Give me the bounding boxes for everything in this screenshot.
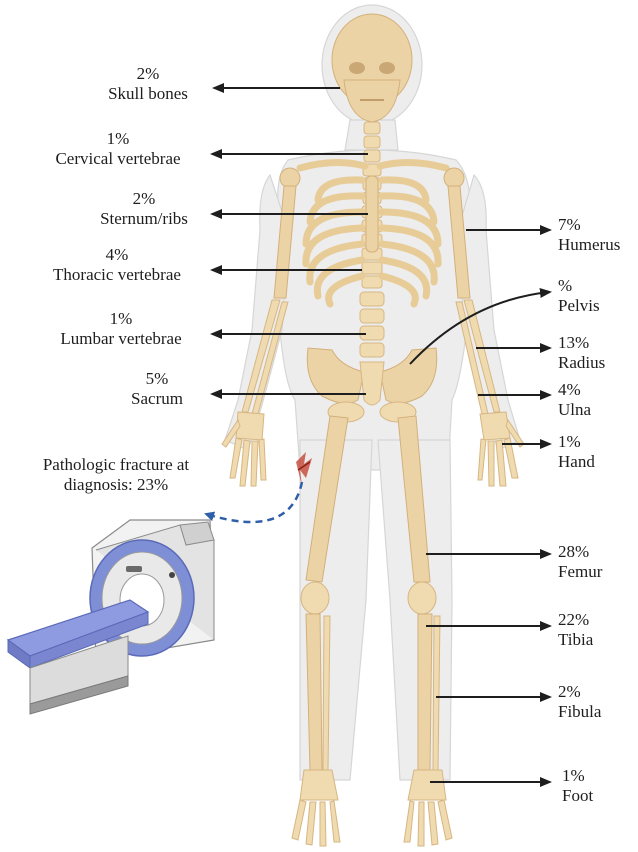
fracture-line1: Pathologic fracture at <box>6 455 226 475</box>
sacrum-name: Sacrum <box>104 389 210 409</box>
fibula-name: Fibula <box>558 702 601 722</box>
mri-scanner-icon <box>8 520 214 714</box>
label-ulna: 4% Ulna <box>558 380 591 420</box>
label-fibula: 2% Fibula <box>558 682 601 722</box>
cervical-pct: 1% <box>26 129 210 149</box>
label-sternum-ribs: 2% Sternum/ribs <box>78 189 210 229</box>
sacrum-pct: 5% <box>104 369 210 389</box>
femur-name: Femur <box>558 562 602 582</box>
hand-name: Hand <box>558 452 595 472</box>
pelvis-name: Pelvis <box>558 296 600 316</box>
label-foot: 1% Foot <box>562 766 593 806</box>
label-tibia: 22% Tibia <box>558 610 593 650</box>
label-pelvis: % Pelvis <box>558 276 600 316</box>
lumbar-pct: 1% <box>32 309 210 329</box>
label-radius: 13% Radius <box>558 333 605 373</box>
thoracic-name: Thoracic vertebrae <box>24 265 210 285</box>
fibula-pct: 2% <box>558 682 601 702</box>
foot-pct: 1% <box>562 766 593 786</box>
cervical-name: Cervical vertebrae <box>26 149 210 169</box>
ulna-pct: 4% <box>558 380 591 400</box>
skull-name: Skull bones <box>86 84 210 104</box>
femur-pct: 28% <box>558 542 602 562</box>
humerus-pct: 7% <box>558 215 620 235</box>
thoracic-pct: 4% <box>24 245 210 265</box>
label-thoracic-vertebrae: 4% Thoracic vertebrae <box>24 245 210 285</box>
skull-pct: 2% <box>86 64 210 84</box>
right-tibia <box>418 614 432 770</box>
label-humerus: 7% Humerus <box>558 215 620 255</box>
label-pathologic-fracture: Pathologic fracture at diagnosis: 23% <box>6 455 226 495</box>
label-lumbar-vertebrae: 1% Lumbar vertebrae <box>32 309 210 349</box>
label-skull-bones: 2% Skull bones <box>86 64 210 104</box>
label-femur: 28% Femur <box>558 542 602 582</box>
pelvis-pct: % <box>558 276 600 296</box>
ulna-name: Ulna <box>558 400 591 420</box>
foot-name: Foot <box>562 786 593 806</box>
tibia-name: Tibia <box>558 630 593 650</box>
tibia-pct: 22% <box>558 610 593 630</box>
sternum-name: Sternum/ribs <box>78 209 210 229</box>
label-cervical-vertebrae: 1% Cervical vertebrae <box>26 129 210 169</box>
fracture-line2: diagnosis: 23% <box>6 475 226 495</box>
humerus-name: Humerus <box>558 235 620 255</box>
radius-name: Radius <box>558 353 605 373</box>
sternum-pct: 2% <box>78 189 210 209</box>
label-sacrum: 5% Sacrum <box>104 369 210 409</box>
radius-pct: 13% <box>558 333 605 353</box>
foot-bones <box>292 770 452 846</box>
label-hand: 1% Hand <box>558 432 595 472</box>
lumbar-name: Lumbar vertebrae <box>32 329 210 349</box>
hand-pct: 1% <box>558 432 595 452</box>
sacrum-bone <box>360 362 384 405</box>
